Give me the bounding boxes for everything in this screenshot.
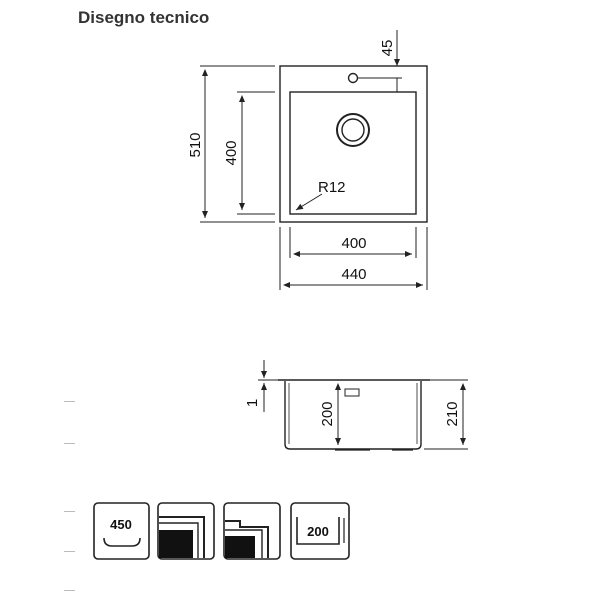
cabinet-450-icon: 450 (93, 502, 150, 560)
dim-200-label: 200 (319, 401, 336, 426)
margin-tick (64, 511, 75, 512)
overflow-slot (344, 388, 360, 397)
dim-400v-label: 400 (223, 140, 240, 165)
dim-400h-label: 400 (341, 235, 366, 252)
bowl-profile (284, 381, 422, 450)
depth-200-icon: 200 (290, 502, 350, 560)
dim-210-label: 210 (444, 401, 461, 426)
margin-tick (64, 551, 75, 552)
drain-inner-icon (341, 118, 365, 142)
margin-tick (64, 401, 75, 402)
undermount-icon (223, 502, 281, 560)
dim-510-label: 510 (187, 132, 204, 157)
dim-r12-leader (295, 193, 323, 211)
tap-hole-icon (347, 72, 359, 84)
side-view (258, 360, 468, 451)
depth-200-label: 200 (307, 524, 329, 539)
cabinet-450-label: 450 (110, 517, 132, 532)
drain-outer-icon (336, 113, 370, 147)
dim-45-label: 45 (379, 40, 396, 57)
dim-r12-label: R12 (318, 179, 346, 196)
dim-440-label: 440 (341, 266, 366, 283)
top-view (200, 30, 428, 290)
dim-1-label: 1 (244, 399, 261, 407)
page-title: Disegno tecnico (78, 8, 210, 27)
margin-tick (64, 443, 75, 444)
sink-bowl-outline (289, 91, 417, 215)
sink-outer-outline (279, 65, 428, 223)
margin-tick (64, 590, 75, 591)
flush-mount-icon (157, 502, 215, 560)
